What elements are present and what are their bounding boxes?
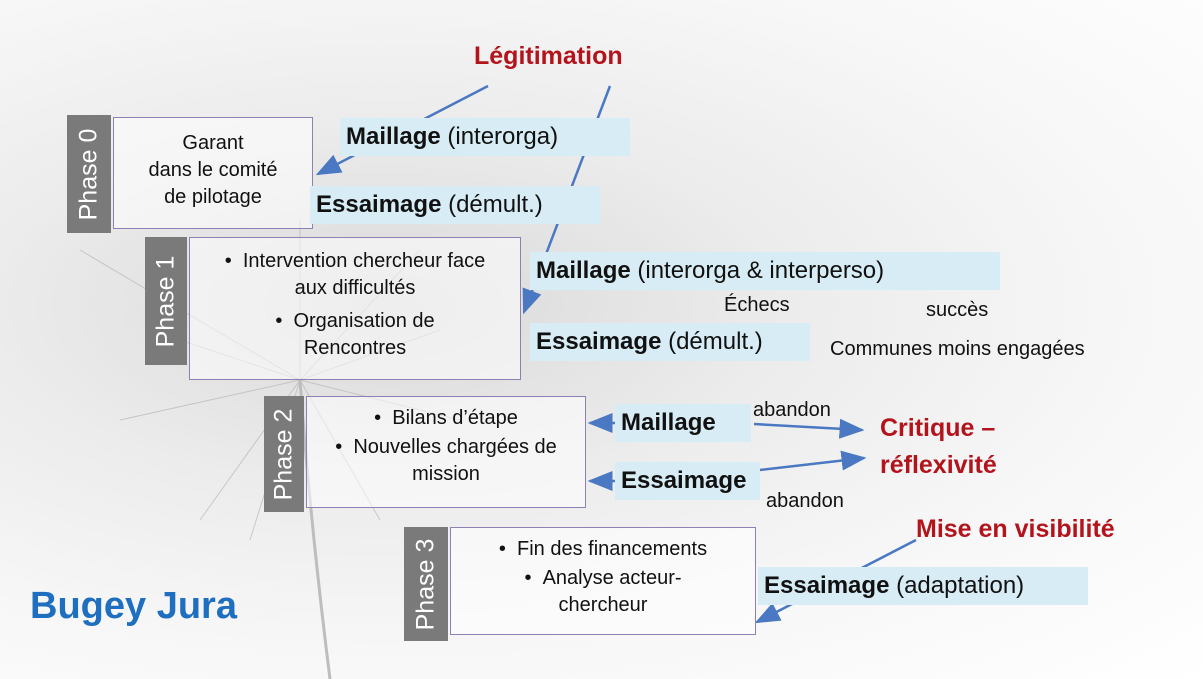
succes-note: succès	[926, 299, 989, 321]
arrow-p2-essaimage-to-critique	[759, 450, 867, 472]
abandon-note-top: abandon	[753, 399, 831, 421]
critique-label-line1: Critique –	[880, 414, 996, 442]
phase-1-label: Phase 1	[145, 237, 187, 365]
phase-2-bullet: Nouvelles chargées de mission	[326, 434, 566, 488]
phase-3-label: Phase 3	[404, 527, 448, 641]
arrow-p2-maillage-to-critique	[753, 418, 865, 439]
page-title: Bugey Jura	[30, 585, 237, 627]
p2-essaimage-label: Essaimage	[615, 462, 760, 500]
p0-essaimage-label: Essaimage (démult.)	[310, 186, 600, 224]
phase-1-bullet: Organisation de Rencontres	[255, 308, 455, 362]
phase-3-bullet: Analyse acteur-chercheur	[493, 565, 713, 619]
phase-0-line: Garant	[182, 132, 244, 154]
phase-2-bullet: Bilans d’étape	[307, 405, 585, 432]
phase-1-box: Intervention chercheur face aux difficul…	[189, 237, 521, 380]
echecs-note: Échecs	[724, 294, 790, 316]
phase-1-bullet: Intervention chercheur face aux difficul…	[215, 248, 495, 302]
phase-2-box: Bilans d’étape Nouvelles chargées de mis…	[306, 396, 586, 508]
phase-0-box: Garant dans le comité de pilotage	[113, 117, 313, 229]
p1-essaimage-label: Essaimage (démult.)	[530, 323, 810, 361]
phase-0-line: de pilotage	[164, 186, 262, 208]
visibilite-label: Mise en visibilité	[916, 515, 1115, 543]
p2-maillage-label: Maillage	[615, 404, 751, 442]
communes-note: Communes moins engagées	[830, 338, 1085, 360]
critique-label-line2: réflexivité	[880, 451, 997, 479]
legitimation-label: Légitimation	[474, 42, 623, 70]
phase-2-label: Phase 2	[264, 396, 304, 512]
p1-maillage-label: Maillage (interorga & interperso)	[530, 252, 1000, 290]
abandon-note-bottom: abandon	[766, 490, 844, 512]
phase-0-line: dans le comité	[148, 159, 278, 181]
p3-essaimage-label: Essaimage (adaptation)	[758, 567, 1088, 605]
phase-0-label: Phase 0	[67, 115, 111, 233]
phase-3-box: Fin des financements Analyse acteur-cher…	[450, 527, 756, 635]
p0-maillage-label: Maillage (interorga)	[340, 118, 630, 156]
phase-3-bullet: Fin des financements	[451, 536, 755, 563]
